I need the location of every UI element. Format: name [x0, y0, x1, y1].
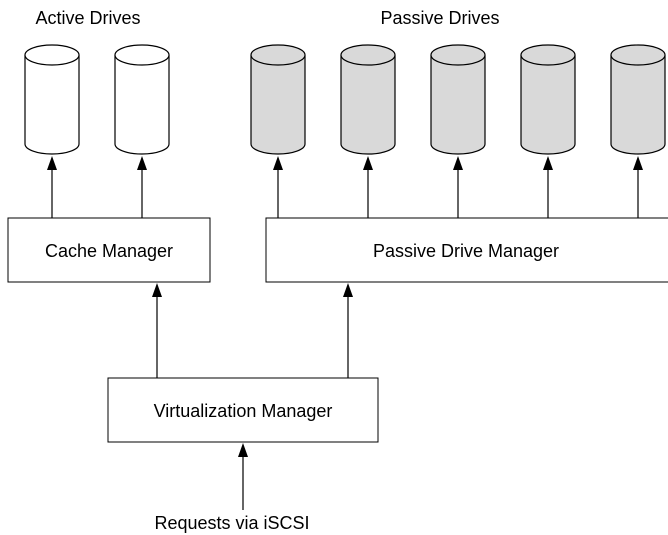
arrow-cache-to-active-drive-2: [137, 156, 147, 218]
arrow-virtualization-to-cache-manager-head: [152, 283, 162, 297]
passive-drives-title: Passive Drives: [380, 8, 499, 28]
arrow-pdm-to-passive-drive-3: [453, 156, 463, 218]
passive-drive-5: [610, 44, 666, 155]
arrow-iscsi-to-virtualization-manager: [238, 443, 248, 510]
arrow-pdm-to-passive-drive-5-head: [633, 156, 643, 170]
cache-manager-rect: [7, 217, 211, 283]
arrow-pdm-to-passive-drive-1: [273, 156, 283, 218]
virtualization-manager-label: Virtualization Manager: [154, 401, 333, 421]
arrow-virtualization-to-passive-drive-manager: [343, 283, 353, 378]
active-drive-2: [114, 44, 170, 155]
passive-drive-manager-rect: [265, 217, 668, 283]
passive-drive-1: [250, 44, 306, 155]
arrow-cache-to-active-drive-1: [47, 156, 57, 218]
arrow-cache-to-active-drive-1-head: [47, 156, 57, 170]
passive-drive-1-top: [250, 44, 306, 66]
active-drive-1-body: [24, 55, 80, 155]
arrow-pdm-to-passive-drive-3-head: [453, 156, 463, 170]
requests-via-iscsi-label: Requests via iSCSI: [154, 513, 309, 533]
arrow-cache-to-active-drive-2-head: [137, 156, 147, 170]
passive-drive-3: [430, 44, 486, 155]
passive-drive-3-top: [430, 44, 486, 66]
drives-layer: [24, 44, 666, 155]
passive-drive-manager-box: Passive Drive Manager: [265, 217, 668, 283]
passive-drive-manager-label: Passive Drive Manager: [373, 241, 559, 261]
passive-drive-2: [340, 44, 396, 155]
active-drives-title: Active Drives: [35, 8, 140, 28]
passive-drive-5-top: [610, 44, 666, 66]
passive-drive-1-body: [250, 55, 306, 155]
passive-drive-4: [520, 44, 576, 155]
arrow-pdm-to-passive-drive-4-head: [543, 156, 553, 170]
active-drive-1: [24, 44, 80, 155]
arrow-pdm-to-passive-drive-5: [633, 156, 643, 218]
passive-drive-4-body: [520, 55, 576, 155]
cache-manager-box: Cache Manager: [7, 217, 211, 283]
active-drive-1-top: [24, 44, 80, 66]
arrow-pdm-to-passive-drive-1-head: [273, 156, 283, 170]
arrow-virtualization-to-cache-manager: [152, 283, 162, 378]
arrow-iscsi-to-virtualization-manager-head: [238, 443, 248, 457]
connections-layer: [47, 156, 643, 510]
passive-drive-2-top: [340, 44, 396, 66]
arrow-pdm-to-passive-drive-4: [543, 156, 553, 218]
virtualization-manager-rect: [107, 377, 379, 443]
arrow-pdm-to-passive-drive-2: [363, 156, 373, 218]
passive-drive-4-top: [520, 44, 576, 66]
active-drive-2-body: [114, 55, 170, 155]
arrow-virtualization-to-passive-drive-manager-head: [343, 283, 353, 297]
virtualization-manager-box: Virtualization Manager: [107, 377, 379, 443]
cache-manager-label: Cache Manager: [45, 241, 173, 261]
passive-drive-2-body: [340, 55, 396, 155]
arrow-pdm-to-passive-drive-2-head: [363, 156, 373, 170]
passive-drive-3-body: [430, 55, 486, 155]
active-drive-2-top: [114, 44, 170, 66]
passive-drive-5-body: [610, 55, 666, 155]
